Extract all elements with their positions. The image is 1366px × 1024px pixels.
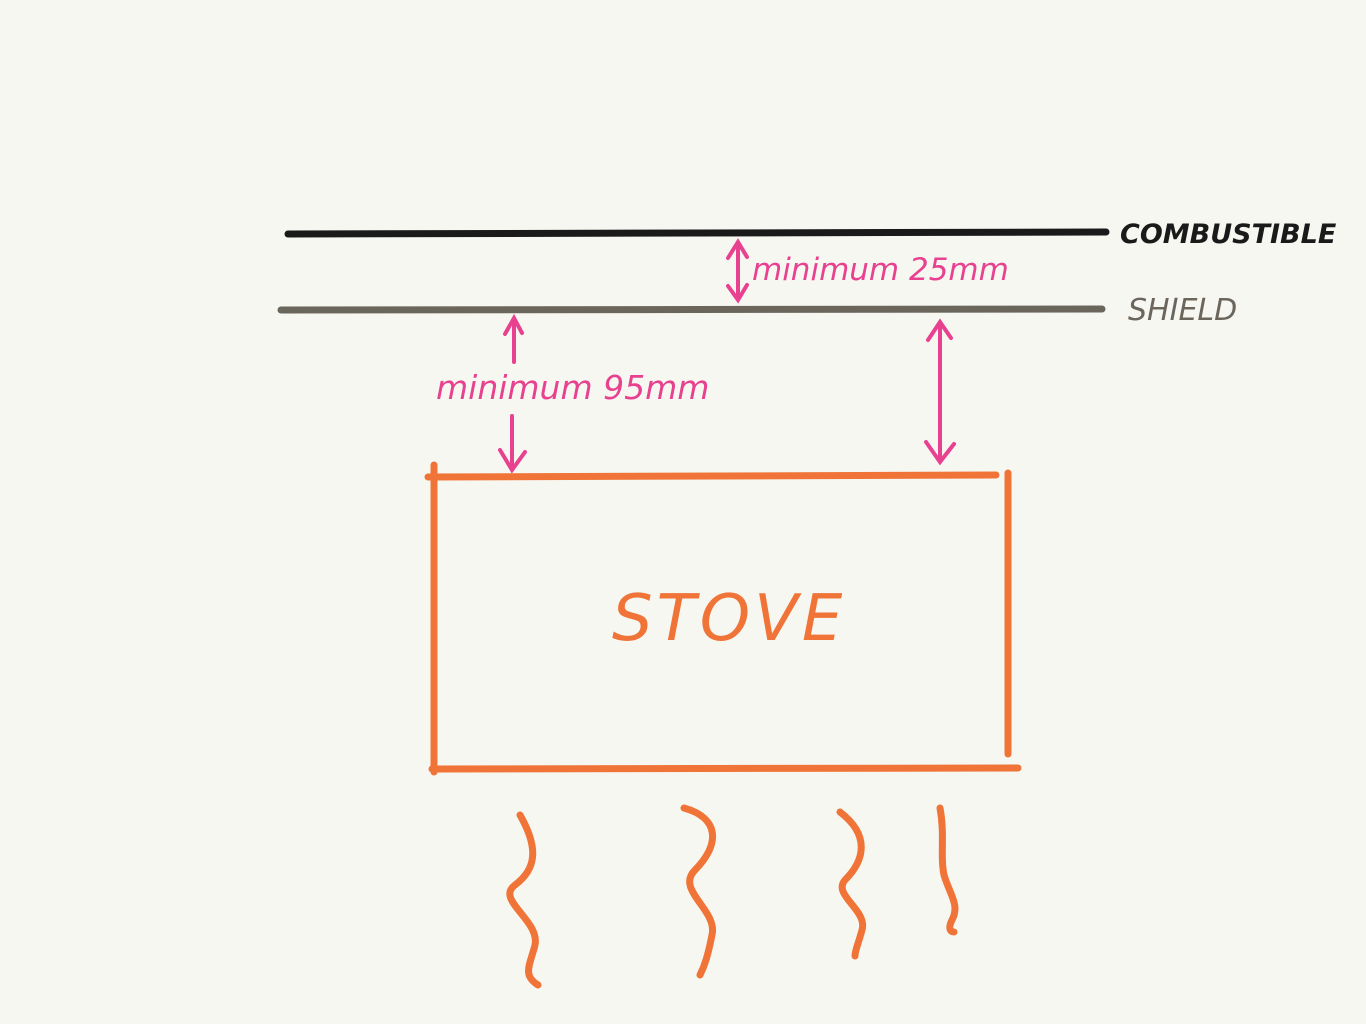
- heat-waves-icon: [506, 804, 959, 989]
- gap-95mm-arrow-left: [498, 313, 527, 474]
- combustible-line: [284, 228, 1110, 238]
- gap-25mm-arrow: [726, 238, 749, 304]
- stove-label: STOVE: [612, 582, 846, 656]
- stove-box: [424, 461, 1022, 776]
- gap-95mm-arrow-right: [924, 318, 956, 466]
- gap-95mm-label: minimum 95mm: [436, 368, 709, 407]
- shield-label: SHIELD: [1128, 293, 1237, 328]
- gap-25mm-label: minimum 25mm: [752, 252, 1009, 288]
- combustible-label: COMBUSTIBLE: [1120, 219, 1337, 250]
- shield-line: [277, 305, 1106, 314]
